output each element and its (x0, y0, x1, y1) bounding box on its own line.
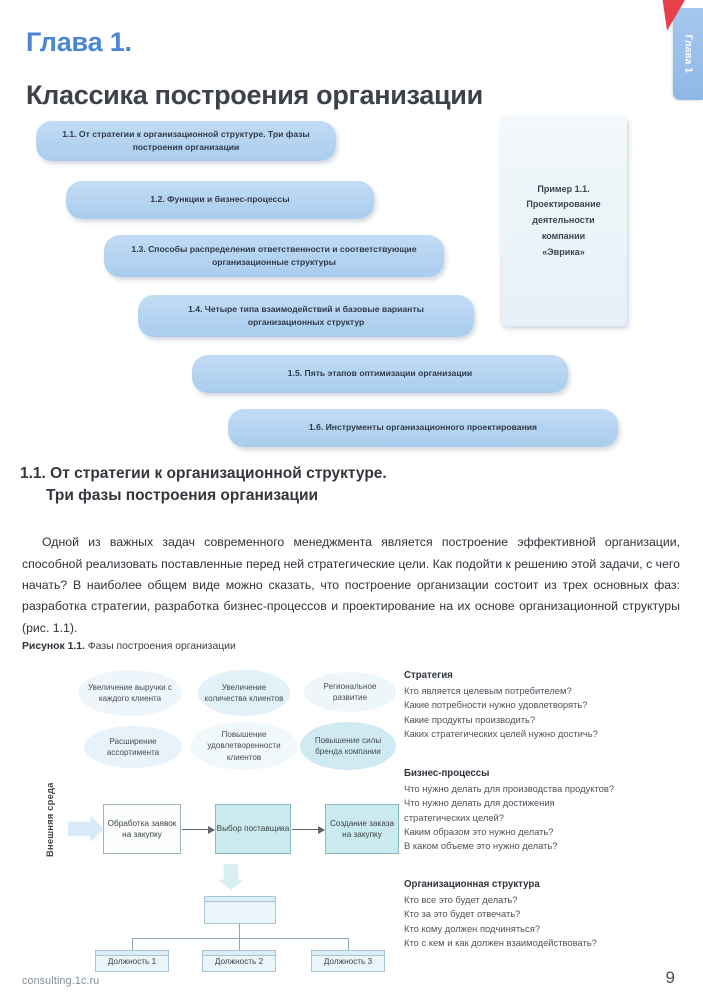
phase-title-strategy: Стратегия (404, 670, 453, 681)
footer-url: consulting.1c.ru (22, 975, 100, 987)
org-connector-vertical-1 (132, 938, 133, 950)
process-box-2: Выбор поставщика (215, 804, 291, 854)
org-connector-vertical-2 (239, 938, 240, 950)
chapter-kicker: Глава 1. (26, 27, 132, 57)
section-heading-line2: Три фазы построения организации (46, 487, 319, 504)
org-connector-vertical-root (239, 924, 240, 938)
section-heading-line1: 1.1. От стратегии к организационной стру… (20, 465, 387, 482)
goal-bubble-6: Повышение силы бренда компании (300, 722, 396, 770)
chapter-contents-diagram: 1.1. От стратегии к организационной стру… (0, 113, 703, 447)
org-node-header-bar (203, 951, 275, 956)
org-node-child-1: Должность 1 (95, 950, 169, 972)
process-box-1: Обработка заявок на закупку (103, 804, 181, 854)
toc-bar-1: 1.1. От стратегии к организационной стру… (36, 121, 336, 161)
example-card-text: Пример 1.1. Проектирование деятельности … (526, 183, 601, 257)
org-node-header-bar (312, 951, 384, 956)
process-box-3: Создание заказа на закупку (325, 804, 399, 854)
org-node-child-2: Должность 2 (202, 950, 276, 972)
figure-caption-text: Фазы построения организации (84, 641, 236, 652)
phase-questions-processes: Что нужно делать для производства продук… (404, 783, 615, 852)
figure-caption-label: Рисунок 1.1. (22, 641, 85, 652)
goal-bubble-5: Повышение удовлетворенности клиентов (190, 722, 298, 770)
external-environment-label: Внешняя среда (44, 782, 55, 858)
chapter-tab: Глава 1 (673, 8, 703, 100)
page-title: Классика построения организации (26, 80, 483, 111)
toc-bar-5: 1.5. Пять этапов оптимизации организации (192, 355, 568, 393)
phase-questions-structure: Кто все это будет делать? Кто за это буд… (404, 894, 597, 948)
toc-bar-2: 1.2. Функции и бизнес-процессы (66, 181, 374, 219)
org-node-header-bar (205, 897, 275, 902)
org-node-child-3: Должность 3 (311, 950, 385, 972)
org-connector-vertical-3 (348, 938, 349, 950)
phase-block-strategy: Стратегия Кто является целевым потребите… (404, 670, 694, 741)
phase-block-processes: Бизнес-процессы Что нужно делать для про… (404, 768, 694, 853)
inbound-arrow-icon (68, 816, 104, 842)
goal-bubble-1: Увеличение выручки с каждого клиента (78, 670, 182, 716)
toc-bar-3: 1.3. Способы распределения ответственнос… (104, 235, 444, 277)
body-paragraph: Одной из важных задач современного менед… (22, 535, 680, 635)
section-heading: 1.1. От стратегии к организационной стру… (20, 463, 640, 507)
goal-bubble-3: Региональное развитие (304, 672, 396, 712)
toc-bar-6: 1.6. Инструменты организационного проект… (228, 409, 618, 447)
phase-questions-strategy: Кто является целевым потребителем? Какие… (404, 685, 598, 739)
downward-arrow-icon (218, 864, 244, 890)
example-card: Пример 1.1. Проектирование деятельности … (500, 116, 627, 326)
figure-caption: Рисунок 1.1. Фазы построения организации (22, 641, 236, 652)
flow-arrow-1 (182, 825, 215, 834)
phase-title-processes: Бизнес-процессы (404, 768, 490, 779)
toc-bar-4: 1.4. Четыре типа взаимодействий и базовы… (138, 295, 474, 337)
flow-arrow-2 (292, 825, 325, 834)
figure-1-1: Внешняя среда Увеличение выручки с каждо… (18, 664, 688, 972)
org-node-root (204, 896, 276, 924)
goal-bubble-4: Расширение ассортимента (84, 726, 182, 768)
goal-bubble-2: Увеличение количества клиентов (198, 670, 290, 716)
phase-block-structure: Организационная структура Кто все это бу… (404, 879, 694, 950)
org-node-header-bar (96, 951, 168, 956)
org-connector-horizontal (132, 938, 348, 939)
phase-title-structure: Организационная структура (404, 879, 540, 890)
chapter-tab-label: Глава 1 (682, 34, 694, 74)
page-number: 9 (665, 968, 675, 987)
